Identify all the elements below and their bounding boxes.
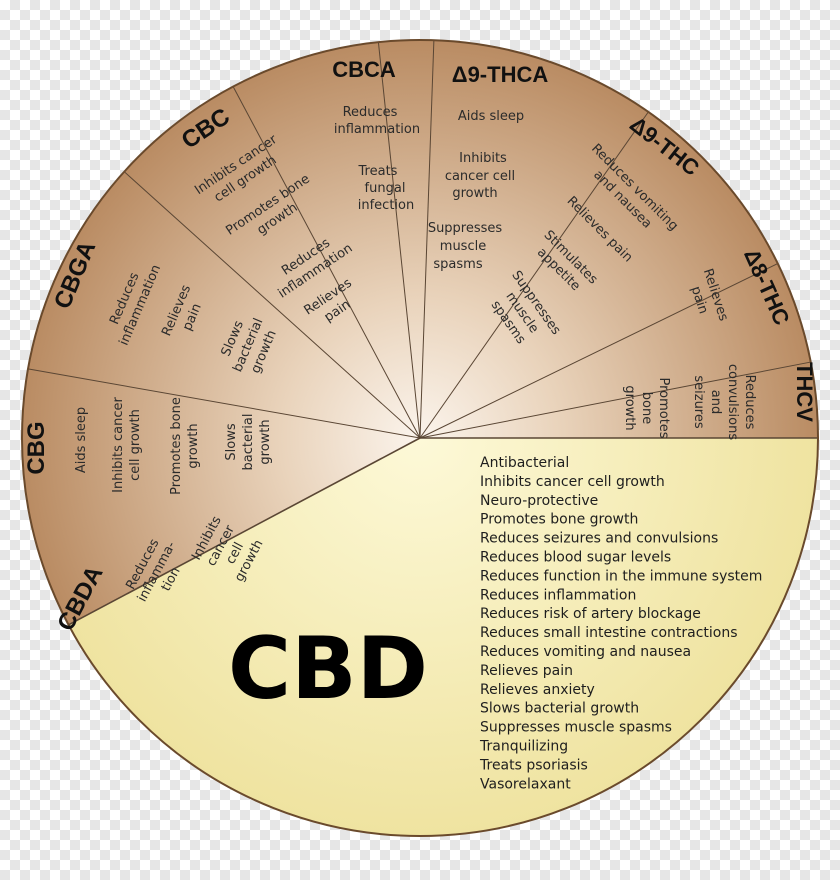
- segment-title-d9-thca: Δ9-THCA: [452, 62, 549, 87]
- line: growth: [186, 423, 201, 468]
- divider-line: [123, 171, 421, 439]
- cbd-effect-item: Neuro-protective: [480, 493, 598, 509]
- cbd-effect-item: Inhibits cancer cell growth: [480, 474, 665, 490]
- cbd-title: CBD: [228, 619, 428, 719]
- segment-cbg: CBG: [23, 421, 50, 474]
- divider-line: [68, 437, 421, 626]
- line: infection: [358, 198, 414, 213]
- segment-title-cbca: CBCA: [332, 57, 396, 82]
- line: Reduces: [742, 375, 757, 430]
- line: growth: [622, 385, 637, 430]
- line: Promotes bone: [169, 397, 184, 495]
- line: cancer cell: [445, 169, 515, 184]
- segment-thcv: THCV: [792, 362, 817, 422]
- line: Aids sleep: [74, 407, 89, 473]
- cbd-effect-item: Reduces inflammation: [480, 587, 636, 603]
- segment-dividers: [27, 40, 818, 626]
- divider-line: [419, 111, 649, 439]
- cbd-effect-item: Reduces seizures and convulsions: [480, 531, 718, 547]
- line: bone: [639, 392, 654, 424]
- line: Inhibits cancer: [111, 397, 126, 493]
- line: convulsions: [725, 364, 740, 440]
- line: seizures: [691, 375, 706, 429]
- cbd-effect-item: Reduces function in the immune system: [480, 568, 762, 584]
- cbd-effect-item: Relieves anxiety: [480, 682, 595, 698]
- segment-title: CBG: [23, 421, 50, 474]
- cbd-effect-item: Reduces risk of artery blockage: [480, 606, 701, 622]
- cbd-effect-item: Promotes bone growth: [480, 512, 638, 528]
- line: Treats: [358, 164, 398, 179]
- segment-line: Aids sleep: [74, 407, 89, 473]
- line: bacterial: [241, 414, 256, 471]
- segment-title: THCV: [792, 362, 817, 422]
- line: growth: [258, 419, 273, 464]
- divider-line: [27, 368, 421, 439]
- line: Suppresses: [428, 221, 503, 236]
- line: Slows: [224, 423, 239, 460]
- cbd-effect-item: Reduces vomiting and nausea: [480, 644, 691, 660]
- thcv-block-1: Reducesconvulsionsandseizures: [691, 364, 757, 440]
- line: Inhibits: [459, 151, 507, 166]
- line: Aids sleep: [458, 109, 524, 124]
- divider-line: [419, 361, 811, 439]
- wheel-outline: [21, 39, 819, 837]
- line: and: [708, 390, 723, 414]
- cbd-effect-item: Relieves pain: [480, 663, 573, 679]
- divider-line: [377, 42, 421, 439]
- cbd-effect-item: Tranquilizing: [479, 739, 568, 755]
- cbd-sector: [68, 438, 819, 836]
- cbd-effect-item: Antibacterial: [480, 455, 569, 471]
- cbd-effect-item: Reduces blood sugar levels: [480, 550, 671, 566]
- divider-line: [232, 86, 421, 439]
- line: Reduces: [343, 105, 398, 120]
- line: spasms: [433, 257, 482, 272]
- cbd-effect-item: Reduces small intestine contractions: [480, 625, 738, 641]
- thcv-block-2: Promotesbonegrowth: [622, 377, 671, 438]
- cbg-block-1: Aids sleep: [74, 407, 89, 473]
- cbd-effect-item: Treats psoriasis: [479, 757, 588, 773]
- line: cell growth: [128, 409, 143, 481]
- divider-line: [419, 263, 778, 439]
- divider-line: [419, 40, 435, 439]
- line: growth: [452, 186, 497, 201]
- line: fungal: [365, 181, 406, 196]
- segment-line: Promotesbonegrowth: [622, 377, 671, 438]
- cbd-effect-item: Slows bacterial growth: [480, 701, 639, 717]
- cbd-effect-item: Suppresses muscle spasms: [480, 720, 672, 736]
- line: Promotes: [656, 377, 671, 438]
- segment-line: Reducesconvulsionsandseizures: [691, 364, 757, 440]
- cbd-effect-item: Vasorelaxant: [480, 776, 571, 792]
- line: muscle: [440, 239, 486, 254]
- line: inflammation: [334, 122, 420, 137]
